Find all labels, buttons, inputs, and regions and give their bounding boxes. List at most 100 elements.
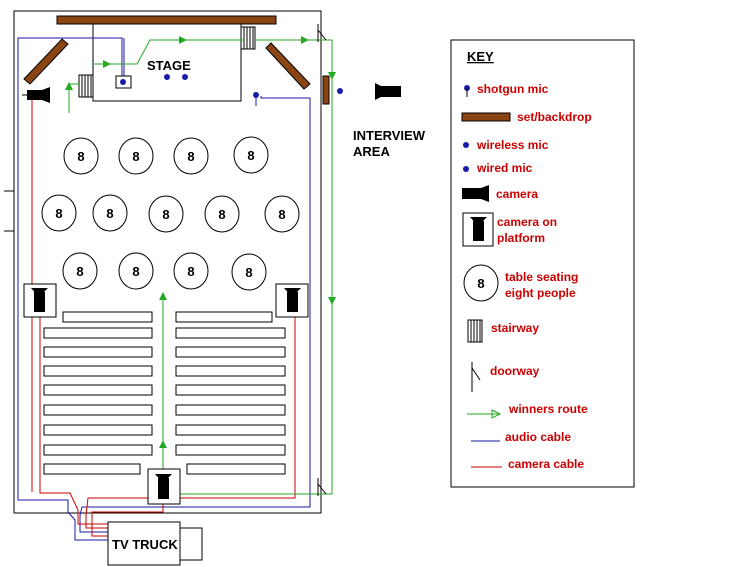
seating-row xyxy=(43,424,153,436)
key-wired-mic-icon xyxy=(463,166,469,172)
table-number: 8 xyxy=(218,207,225,222)
seating-row xyxy=(43,327,153,339)
table-number: 8 xyxy=(187,264,194,279)
tv-truck-cab xyxy=(179,527,203,561)
key-table-number: 8 xyxy=(477,276,484,291)
key-label-doorway: doorway xyxy=(490,364,540,378)
key-label-camera-platform-1: camera on xyxy=(497,215,557,229)
stage-wireless-mic-2 xyxy=(182,74,188,80)
key-label-table-2: eight people xyxy=(505,286,576,300)
seating-row xyxy=(62,311,153,323)
interview-label-line1: INTERVIEW xyxy=(353,128,426,143)
stage-shotgun-mic xyxy=(253,92,259,98)
table-number: 8 xyxy=(245,265,252,280)
seating-row xyxy=(43,444,153,456)
camera-platform-left xyxy=(23,283,57,318)
stage-stairway-right xyxy=(240,26,256,50)
stage-receiver-mic xyxy=(120,79,126,85)
key-camera-icon xyxy=(462,185,489,202)
table-number: 8 xyxy=(247,148,254,163)
table: 8 xyxy=(92,194,128,232)
key-wireless-mic-icon xyxy=(463,142,469,148)
seating-row xyxy=(186,463,286,475)
tables: 8 8 8 8 8 8 8 8 8 8 8 8 8 xyxy=(41,136,300,291)
table-number: 8 xyxy=(132,149,139,164)
key-set-backdrop-icon xyxy=(461,112,511,122)
table: 8 xyxy=(204,195,240,233)
top-backdrop xyxy=(56,15,277,25)
camera-interview xyxy=(375,83,401,100)
seating-row xyxy=(175,365,286,377)
key-label-wireless-mic: wireless mic xyxy=(476,138,549,152)
table: 8 xyxy=(63,137,99,175)
table: 8 xyxy=(233,136,269,174)
key-winners-route-icon xyxy=(467,409,502,419)
table: 8 xyxy=(231,253,267,291)
key-label-audio-cable: audio cable xyxy=(505,430,571,444)
doorway-top-right xyxy=(317,24,327,42)
left-angled-backdrop xyxy=(23,38,69,85)
camera-left-stage xyxy=(22,87,50,103)
seating-row xyxy=(43,463,141,475)
key-label-stairway: stairway xyxy=(491,321,539,335)
seating-rows xyxy=(43,311,286,475)
stage-wireless-mic-1 xyxy=(164,74,170,80)
seating-row xyxy=(175,384,286,396)
seating-row xyxy=(43,365,153,377)
tv-truck-label: TV TRUCK xyxy=(112,537,178,552)
key-camera-platform-icon xyxy=(462,212,494,247)
key-label-camera-platform-2: platform xyxy=(497,231,545,245)
table-number: 8 xyxy=(77,149,84,164)
route-arrows xyxy=(65,36,336,448)
seating-row xyxy=(175,327,286,339)
doorway-bottom-right xyxy=(317,478,327,496)
seating-row xyxy=(175,424,286,436)
table-number: 8 xyxy=(132,264,139,279)
table: 8 xyxy=(173,252,209,290)
table: 8 xyxy=(118,137,154,175)
right-angled-backdrop xyxy=(265,42,311,90)
key-label-wired-mic: wired mic xyxy=(476,161,533,175)
table: 8 xyxy=(264,195,300,233)
key-label-table-1: table seating xyxy=(505,270,578,284)
stage-label: STAGE xyxy=(147,58,191,73)
interview-backdrop xyxy=(322,75,330,105)
table-number: 8 xyxy=(162,207,169,222)
key-label-winners-route: winners route xyxy=(508,402,588,416)
camera-platform-right xyxy=(275,283,309,318)
seating-row xyxy=(175,444,286,456)
table: 8 xyxy=(62,252,98,290)
venue-outline xyxy=(13,10,322,514)
interview-wireless-mic xyxy=(337,88,343,94)
seating-row xyxy=(43,346,153,358)
key-panel xyxy=(450,39,635,488)
key-doorway-icon xyxy=(471,362,481,392)
key-label-camera: camera xyxy=(496,187,538,201)
audio-cables xyxy=(17,37,311,541)
camera-platform-center xyxy=(147,468,181,505)
table-number: 8 xyxy=(278,207,285,222)
key-shotgun-mic-icon xyxy=(464,85,470,97)
seating-row xyxy=(43,384,153,396)
seating-row xyxy=(175,311,273,323)
table: 8 xyxy=(41,194,77,232)
table: 8 xyxy=(148,195,184,233)
key-stairway-icon xyxy=(467,319,483,343)
table-number: 8 xyxy=(55,206,62,221)
seating-row xyxy=(175,346,286,358)
seating-row xyxy=(175,404,286,416)
key-label-set-backdrop: set/backdrop xyxy=(517,110,592,124)
key-label-camera-cable: camera cable xyxy=(508,457,584,471)
table: 8 xyxy=(118,252,154,290)
key-table-icon xyxy=(463,264,499,302)
key-title: KEY xyxy=(467,49,494,64)
table: 8 xyxy=(173,137,209,175)
table-number: 8 xyxy=(106,206,113,221)
interview-label-line2: AREA xyxy=(353,144,390,159)
seating-row xyxy=(43,404,153,416)
stage-stairway-left xyxy=(78,74,94,98)
key-label-shotgun-mic: shotgun mic xyxy=(477,82,549,96)
tv-truck-body xyxy=(107,521,181,566)
table-number: 8 xyxy=(76,264,83,279)
